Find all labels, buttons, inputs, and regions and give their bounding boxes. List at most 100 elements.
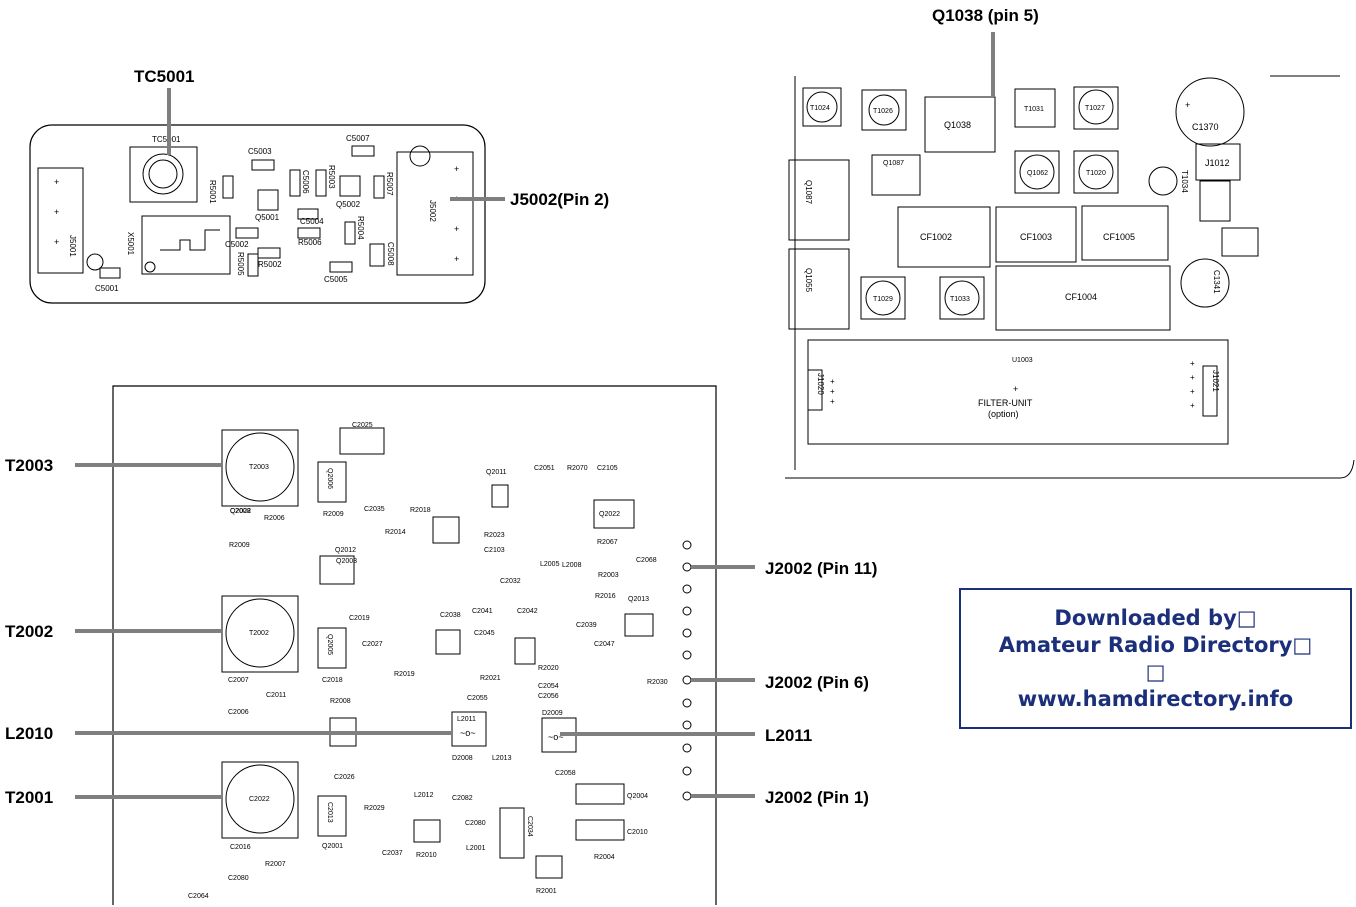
svg-text:R2006: R2006 [264, 515, 285, 522]
callout-t2003: T2003 [5, 456, 53, 475]
svg-text:R2067: R2067 [597, 539, 618, 546]
svg-text:C2025: C2025 [352, 422, 373, 429]
svg-text:CF1002: CF1002 [920, 232, 952, 242]
callout-tc5001: TC5001 [134, 67, 194, 86]
svg-text:J1020: J1020 [816, 373, 825, 395]
svg-text:Q1087: Q1087 [804, 180, 813, 205]
svg-text:C2080: C2080 [228, 875, 249, 882]
notice-line-2: Amateur Radio Directory□ [998, 632, 1313, 657]
c5001-label: C5001 [95, 284, 119, 293]
svg-text:C2011: C2011 [266, 692, 286, 699]
callout-t2001: T2001 [5, 788, 53, 807]
callout-l2011: L2011 [765, 726, 812, 745]
svg-text:Q2011: Q2011 [486, 469, 507, 476]
svg-text:CF1004: CF1004 [1065, 292, 1097, 302]
svg-text:U1003: U1003 [1012, 357, 1033, 364]
notice-line-4[interactable]: www.hamdirectory.info [1017, 686, 1294, 711]
notice-line-1: Downloaded by□ [1054, 605, 1257, 630]
svg-text:C5007: C5007 [346, 134, 370, 143]
svg-text:T1029: T1029 [873, 296, 893, 303]
svg-text:C2037: C2037 [382, 850, 403, 857]
svg-text:+: + [54, 237, 59, 247]
filter-unit-title: FILTER-UNIT [978, 398, 1033, 408]
svg-text:Q2005: Q2005 [326, 634, 333, 655]
svg-text:C2006: C2006 [228, 709, 249, 716]
svg-text:Q2001: Q2001 [322, 843, 343, 850]
svg-text:C1341: C1341 [1212, 270, 1221, 294]
svg-text:Q2012: Q2012 [335, 547, 356, 554]
svg-text:C2022: C2022 [249, 796, 270, 803]
svg-text:Q1087: Q1087 [883, 160, 904, 167]
small-board: + + + J5001 C5001 TC5001 X5001 R5001 C50… [29, 124, 486, 304]
svg-text:C2007: C2007 [228, 677, 249, 684]
svg-text:R2007: R2007 [265, 861, 286, 868]
callouts: TC5001 Q1038 (pin 5) J5002(Pin 2) T2003 … [5, 6, 1039, 807]
svg-text:+: + [1013, 384, 1018, 394]
svg-text:R2021: R2021 [480, 675, 501, 682]
svg-text:C2056: C2056 [538, 693, 559, 700]
svg-text:T1026: T1026 [873, 108, 893, 115]
svg-text:+: + [454, 224, 459, 234]
svg-text:C2080: C2080 [465, 820, 486, 827]
svg-text:C2027: C2027 [362, 641, 383, 648]
svg-text:R5004: R5004 [356, 216, 365, 240]
svg-text:R2018: R2018 [410, 507, 431, 514]
svg-text:C5004: C5004 [300, 217, 324, 226]
svg-text:R2003: R2003 [598, 572, 619, 579]
top-board: T1024 T1026 Q1038 T1031 T1027 C1370 + Q1… [785, 75, 1355, 479]
svg-text:D2009: D2009 [542, 710, 563, 717]
svg-text:C2047: C2047 [594, 641, 615, 648]
svg-text:C2019: C2019 [349, 615, 370, 622]
svg-text:C1370: C1370 [1192, 122, 1219, 132]
svg-text:C5002: C5002 [225, 240, 249, 249]
download-notice: Downloaded by□ Amateur Radio Directory□ … [959, 588, 1352, 729]
svg-text:R2010: R2010 [416, 852, 437, 859]
svg-text:~o~: ~o~ [460, 728, 476, 738]
bottom-board: T2003 T2002 C2022 C2025 Q2006 Q2005 C201… [112, 385, 717, 905]
notice-line-3: □ [1145, 659, 1166, 684]
svg-text:Q1055: Q1055 [804, 268, 813, 293]
svg-text:Q5001: Q5001 [255, 213, 280, 222]
svg-text:C2042: C2042 [517, 608, 538, 615]
svg-text:R2030: R2030 [647, 679, 668, 686]
svg-text:R2001: R2001 [536, 888, 557, 895]
callout-j5002: J5002(Pin 2) [510, 190, 609, 209]
j2002-pins [682, 540, 692, 801]
svg-text:C2016: C2016 [230, 844, 251, 851]
svg-text:+: + [1190, 401, 1195, 410]
callout-q1038: Q1038 (pin 5) [932, 6, 1039, 25]
svg-text:L2013: L2013 [492, 755, 512, 762]
svg-text:Q5002: Q5002 [336, 200, 361, 209]
leaders [75, 32, 995, 799]
svg-text:C2054: C2054 [538, 683, 559, 690]
svg-text:+: + [454, 164, 459, 174]
svg-text:R2020: R2020 [538, 665, 559, 672]
svg-text:R2009: R2009 [229, 542, 250, 549]
svg-text:C2041: C2041 [472, 608, 493, 615]
svg-text:L2008: L2008 [562, 562, 582, 569]
svg-text:Q2013: Q2013 [628, 596, 649, 603]
svg-text:C2035: C2035 [364, 506, 385, 513]
svg-text:+: + [1190, 359, 1195, 368]
svg-text:C2068: C2068 [636, 557, 657, 564]
svg-text:T1034: T1034 [1180, 170, 1189, 193]
svg-text:R2029: R2029 [364, 805, 385, 812]
callout-j2002-pin6: J2002 (Pin 6) [765, 673, 869, 692]
svg-text:C2055: C2055 [467, 695, 488, 702]
svg-text:R2014: R2014 [385, 529, 406, 536]
svg-text:R2023: R2023 [484, 532, 505, 539]
l2010-coil [451, 711, 487, 747]
svg-text:T1031: T1031 [1024, 106, 1044, 113]
svg-text:C5008: C5008 [386, 242, 395, 266]
q1038-chip [924, 96, 996, 153]
svg-text:C2010: C2010 [627, 829, 648, 836]
svg-text:Q2022: Q2022 [599, 511, 620, 518]
svg-text:J1012: J1012 [1205, 158, 1230, 168]
svg-text:R5007: R5007 [385, 172, 394, 196]
svg-text:R5002: R5002 [258, 260, 282, 269]
x5001-label: X5001 [126, 232, 135, 256]
svg-text:+: + [54, 177, 59, 187]
filter-unit-sub: (option) [988, 409, 1019, 419]
callout-j2002-pin11: J2002 (Pin 11) [765, 559, 877, 578]
j5002-connector [396, 151, 474, 276]
